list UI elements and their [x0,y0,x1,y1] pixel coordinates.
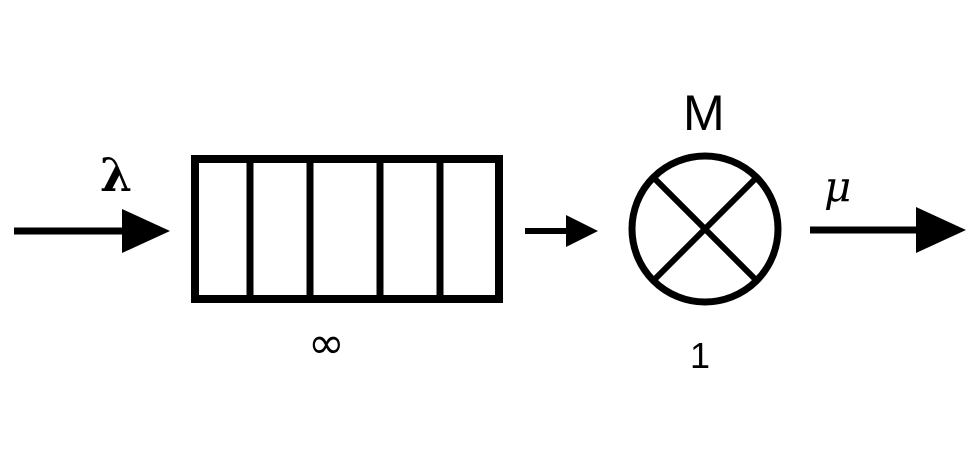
departure-arrow [810,207,966,253]
service-rate-label: μ [824,162,852,211]
server-node [628,152,782,306]
queue-buffer [191,155,503,303]
server-type-label: M [683,85,725,141]
queue-capacity-label: ∞ [308,318,345,369]
server-count-label: 1 [690,335,711,376]
arrival-arrow [14,209,170,253]
queue-to-server-arrow [525,215,598,247]
arrival-rate-label: λ [100,148,133,202]
